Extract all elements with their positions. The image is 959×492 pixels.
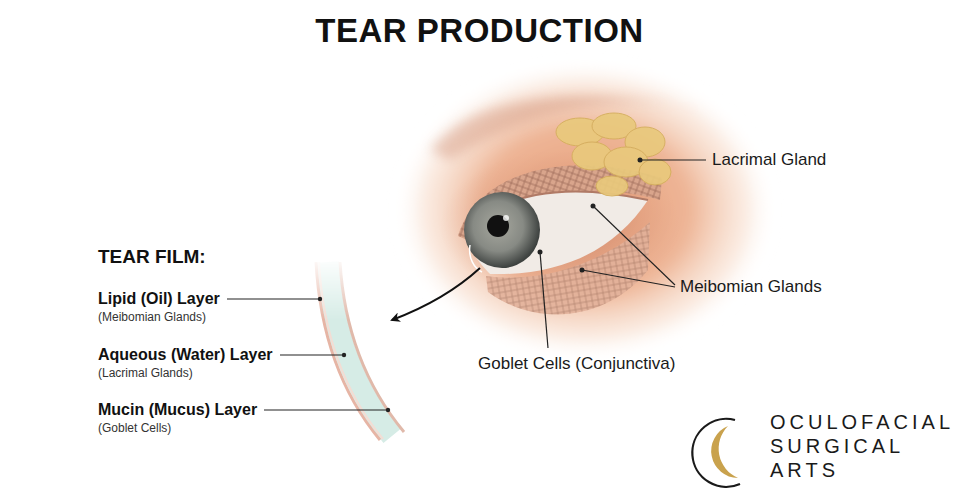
layer-source: (Meibomian Glands) [98, 310, 206, 324]
part-label: Lacrimal Gland [712, 150, 826, 170]
part-label: Goblet Cells (Conjunctiva) [478, 354, 675, 374]
section-heading: TEAR FILM: [98, 246, 206, 268]
part-label: Meibomian Glands [680, 277, 822, 297]
layer-name: Aqueous (Water) Layer [98, 346, 273, 364]
layer-source: (Lacrimal Glands) [98, 366, 193, 380]
layer-name: Mucin (Mucus) Layer [98, 401, 257, 419]
logo-text: OCULOFACIAL SURGICAL ARTS [770, 410, 953, 482]
layer-name: Lipid (Oil) Layer [98, 290, 220, 308]
layer-source: (Goblet Cells) [98, 421, 171, 435]
diagram-title: TEAR PRODUCTION [0, 12, 959, 50]
